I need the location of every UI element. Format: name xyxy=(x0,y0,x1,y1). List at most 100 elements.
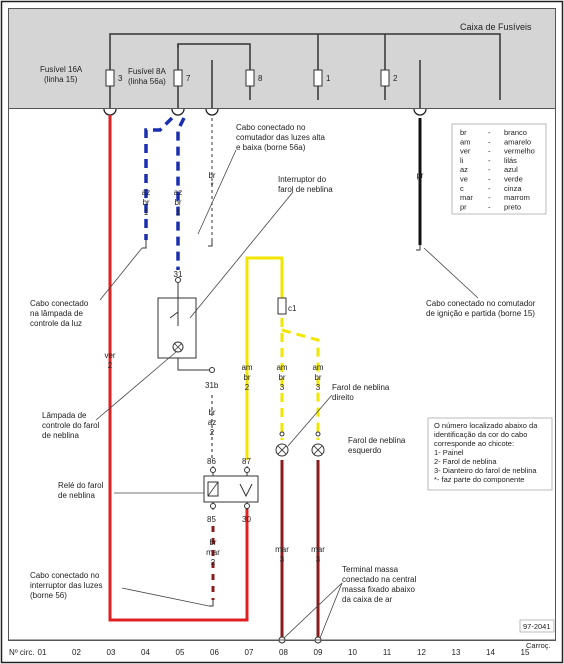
note-lampada-ctrl-3: controle da luz xyxy=(30,319,82,328)
legend-dash: - xyxy=(488,128,491,137)
wire-label-2-d: 2 xyxy=(211,558,216,567)
fuse-8 xyxy=(245,69,255,87)
note-interruptor-2: farol de neblina xyxy=(278,185,333,194)
circuit-number: 13 xyxy=(452,648,461,657)
wire-label-br-2: br xyxy=(243,373,250,382)
note-int-luzes-2: interruptor das luzes xyxy=(30,581,102,590)
note-massa-3: massa fixado abaixo xyxy=(342,585,415,594)
note-line-4: 1- Painel xyxy=(434,448,464,457)
note-farol-alto-2: comutador das luzes alta xyxy=(236,133,325,142)
wire-label-br: br xyxy=(208,171,215,180)
note-lampada-ctrl-2: na lâmpada de xyxy=(30,309,83,318)
fuse-number-3: 3 xyxy=(118,74,123,83)
legend-code: pr xyxy=(460,202,467,211)
note-interruptor-1: Interruptor do xyxy=(278,175,327,184)
relay-dot-30 xyxy=(244,503,250,509)
legend-dash: - xyxy=(488,193,491,202)
wire-label-br-a: br xyxy=(142,198,149,207)
legend-code: ver xyxy=(460,147,471,156)
note-line-7: *- faz parte do componente xyxy=(434,475,524,484)
circuit-number: 14 xyxy=(486,648,495,657)
note-rele-1: Relé do farol xyxy=(58,481,104,490)
legend-name: cinza xyxy=(504,184,522,193)
legend-dash: - xyxy=(488,202,491,211)
circuit-number: 06 xyxy=(210,648,219,657)
circuit-number: 07 xyxy=(245,648,254,657)
legend-code: am xyxy=(460,137,470,146)
fuse-box xyxy=(8,8,556,109)
legend-dash: - xyxy=(488,165,491,174)
note-lamp-neblina-2: controle do farol xyxy=(42,421,100,430)
wire-label-1-a: 1 xyxy=(144,208,149,217)
terminal-30: 30 xyxy=(242,515,251,524)
fuse16-label-2: (linha 15) xyxy=(44,75,78,84)
wire-label-br-3a: br xyxy=(278,373,285,382)
wire-label-3-a: 3 xyxy=(280,383,285,392)
fuse-number-7: 7 xyxy=(186,74,191,83)
relay-coil-diag xyxy=(207,481,219,497)
fuse-number-2: 2 xyxy=(393,74,398,83)
terminal-c1: c1 xyxy=(288,304,297,313)
carroc-label: Carroç. xyxy=(526,641,551,650)
terminal-87: 87 xyxy=(242,457,251,466)
fuse-3 xyxy=(105,69,115,87)
legend-name: preto xyxy=(504,202,521,211)
legend-code: br xyxy=(460,128,467,137)
wire-am-br-2 xyxy=(245,256,284,460)
wire-br-mar-2-end xyxy=(209,600,214,607)
legend-dash: - xyxy=(488,156,491,165)
wire-label-3-mb: 3 xyxy=(316,555,321,564)
legend-code: c xyxy=(460,184,464,193)
wire-label-ver: ver xyxy=(104,351,115,360)
circuit-number: 15 xyxy=(521,648,530,657)
legend-name: lilás xyxy=(504,156,517,165)
fog-lamp-right-pin xyxy=(279,431,285,437)
wire-label-1-b: 1 xyxy=(176,208,181,217)
wire-label-2-y: 2 xyxy=(245,383,250,392)
control-lamp-x2 xyxy=(174,343,182,351)
note-farol-esq-2: esquerdo xyxy=(348,446,382,455)
terminal-31b-dot xyxy=(209,367,215,373)
relay-dot-85 xyxy=(210,503,216,509)
wire-31b xyxy=(177,358,212,371)
wire-label-br-b: br xyxy=(174,198,181,207)
leader-lines xyxy=(95,149,479,639)
legend-code: mar xyxy=(460,193,473,202)
legend-name: azul xyxy=(504,165,518,174)
note-rele-2: de neblina xyxy=(58,491,95,500)
circuit-number: 03 xyxy=(107,648,116,657)
diagram-code: 97-2041 xyxy=(523,622,551,631)
fuse8-label-2: (linha 56a) xyxy=(128,77,166,86)
circuit-number: 04 xyxy=(141,648,150,657)
wire-label-pr: pr xyxy=(416,171,423,180)
terminal-31b: 31b xyxy=(205,381,219,390)
relay-contact xyxy=(239,483,253,498)
wire-label-mar-a: mar xyxy=(275,545,289,554)
note-int-luzes-3: (borne 56) xyxy=(30,591,67,600)
terminal-86: 86 xyxy=(207,457,216,466)
legend-name: amarelo xyxy=(504,137,531,146)
wire-label-br-star: * xyxy=(210,181,213,190)
circuit-number: 05 xyxy=(176,648,185,657)
fuse-7 xyxy=(173,69,183,87)
color-legend xyxy=(451,123,547,215)
wire-label-az-a: az xyxy=(142,188,150,197)
legend-dash: - xyxy=(488,175,491,184)
circuit-number: 11 xyxy=(383,648,392,657)
note-int-luzes-1: Cabo conectado no xyxy=(30,571,100,580)
note-farol-dir-1: Farol de neblina xyxy=(332,383,390,392)
circuit-number: 10 xyxy=(348,648,357,657)
note-ignicao-2: de ignição e partida (borne 15) xyxy=(426,309,535,318)
fuse-number-1: 1 xyxy=(326,74,331,83)
diagram-code-box xyxy=(519,619,555,633)
wire-br-star-end xyxy=(208,240,213,247)
fog-lamp-right-x2 xyxy=(277,445,287,455)
wire-label-3-ma: 3 xyxy=(280,555,285,564)
relay-dot-86 xyxy=(210,467,216,473)
wire-label-mar-d: mar xyxy=(206,548,220,557)
note-massa-4: da caixa de ar xyxy=(342,595,393,604)
wire-label-br-d: br xyxy=(209,538,216,547)
fuse-connectors xyxy=(103,108,427,116)
